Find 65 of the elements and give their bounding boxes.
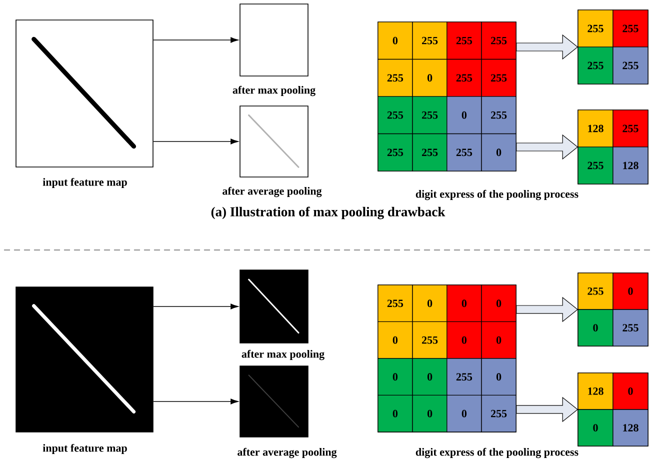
grid-cell: 0 bbox=[378, 321, 413, 359]
grid-cell: 255 bbox=[481, 59, 516, 97]
grid-cell: 0 bbox=[446, 96, 482, 134]
grid-cell: 128 bbox=[612, 146, 648, 184]
grid-cell: 0 bbox=[412, 59, 448, 97]
image-label: after average pooling bbox=[222, 186, 322, 198]
grid-cell: 255 bbox=[578, 146, 614, 184]
arrow bbox=[153, 138, 238, 144]
grid-cell: 0 bbox=[481, 321, 516, 359]
grid-cell: 255 bbox=[612, 110, 648, 148]
grid-cell: 255 bbox=[578, 10, 614, 48]
grid-cell: 255 bbox=[446, 133, 482, 172]
grid-cell: 0 bbox=[378, 358, 413, 396]
grid-cell: 0 bbox=[412, 394, 448, 432]
caption: digit express of the pooling process bbox=[416, 448, 578, 458]
grid-cell: 255 bbox=[378, 133, 413, 172]
grid-cell: 255 bbox=[378, 284, 413, 322]
grid-cell: 0 bbox=[578, 409, 614, 446]
grid-cell: 128 bbox=[578, 110, 614, 148]
grid-cell: 255 bbox=[481, 394, 516, 432]
grid-cell: 0 bbox=[378, 394, 413, 432]
grid-cell: 0 bbox=[481, 358, 516, 396]
image-label: after max pooling bbox=[232, 86, 316, 96]
grid-cell: 255 bbox=[446, 358, 482, 396]
grid-cell: 128 bbox=[578, 372, 614, 410]
block-arrow bbox=[516, 396, 578, 422]
grid-cell: 128 bbox=[612, 409, 648, 446]
grid-cell: 255 bbox=[481, 22, 516, 60]
image-label: input feature map bbox=[42, 444, 127, 454]
grid-cell: 0 bbox=[481, 133, 516, 172]
grid-cell: 255 bbox=[578, 272, 614, 310]
arrow bbox=[153, 398, 238, 404]
grid-cell: 0 bbox=[481, 284, 516, 322]
grid-cell: 0 bbox=[612, 372, 648, 410]
grid-cell: 255 bbox=[446, 59, 482, 97]
grid-cell: 0 bbox=[412, 284, 448, 322]
grid-cell: 255 bbox=[412, 22, 448, 60]
grid-cell: 255 bbox=[412, 96, 448, 134]
grid-cell: 255 bbox=[446, 22, 482, 60]
grid-cell: 0 bbox=[578, 309, 614, 346]
grid-cell: 255 bbox=[378, 59, 413, 97]
block-arrow bbox=[516, 34, 578, 60]
arrow bbox=[153, 304, 238, 310]
grid-cell: 255 bbox=[612, 46, 648, 84]
image-label: input feature map bbox=[42, 178, 127, 188]
grid-cell: 255 bbox=[481, 96, 516, 134]
block-arrow bbox=[516, 134, 578, 160]
caption: digit express of the pooling process bbox=[416, 190, 578, 200]
grid-cell: 0 bbox=[446, 321, 482, 359]
grid-cell: 0 bbox=[446, 394, 482, 432]
panel-title: (a) Illustration of max pooling drawback bbox=[211, 206, 446, 220]
image-label: after max pooling bbox=[242, 350, 324, 360]
grid-cell: 0 bbox=[446, 284, 482, 322]
grid-cell: 255 bbox=[612, 309, 648, 346]
block-arrow bbox=[516, 296, 578, 322]
arrow bbox=[153, 37, 238, 43]
grid-cell: 255 bbox=[612, 10, 648, 48]
grid-cell: 255 bbox=[578, 46, 614, 84]
grid-cell: 0 bbox=[612, 272, 648, 310]
grid-cell: 255 bbox=[412, 321, 448, 359]
grid-cell: 255 bbox=[378, 96, 413, 134]
grid-cell: 0 bbox=[378, 22, 413, 60]
grid-cell: 255 bbox=[412, 133, 448, 172]
grid-cell: 0 bbox=[412, 358, 448, 396]
image-label: after average pooling bbox=[238, 448, 337, 458]
